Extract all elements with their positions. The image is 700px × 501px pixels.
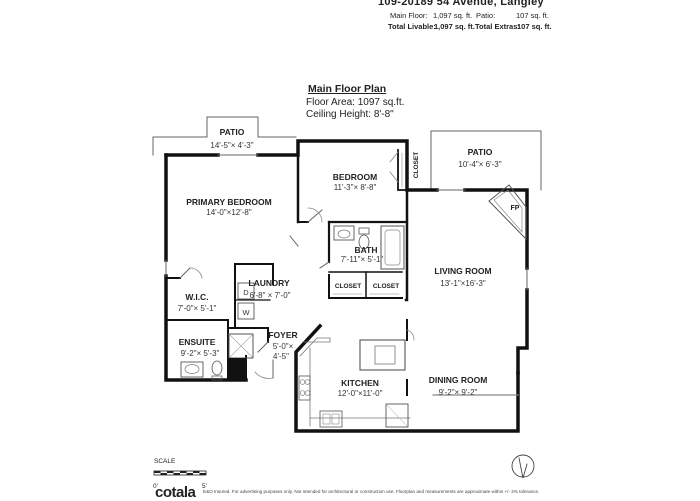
patio-left-name: PATIO <box>220 127 245 137</box>
bath-dims: 7'-11"× 5'-1" <box>341 255 384 264</box>
scale-zero: 0' <box>153 483 158 490</box>
floor-area: Floor Area: 1097 sq.ft. <box>306 97 405 108</box>
ensuite-name: ENSUITE <box>179 337 216 347</box>
closet-1-label: CLOSET <box>335 283 361 290</box>
laundry-dims: 6'-8" × 7'-0" <box>250 291 291 300</box>
bath-name: BATH <box>355 245 378 255</box>
dryer-label: D <box>243 288 249 297</box>
total-extras-value: 107 sq. ft. <box>517 22 552 31</box>
living-room-name: LIVING ROOM <box>434 266 491 276</box>
total-extras-label: Total Extras: <box>475 22 520 31</box>
property-address: 109-20189 54 Avenue, Langley <box>378 0 544 8</box>
washer-label: W <box>242 308 250 317</box>
bedroom-closet-label: CLOSET <box>413 152 420 178</box>
foyer-dims-2: 4'-5" <box>273 352 289 361</box>
closet-2-label: CLOSET <box>373 283 399 290</box>
dining-room-dims: 9'-2"× 9'-2" <box>439 388 478 397</box>
primary-bedroom-dims: 14'-0"×12'-8" <box>206 208 252 217</box>
mechanical-shaft <box>228 358 246 380</box>
scale-five: 5' <box>202 483 207 490</box>
ceiling-height: Ceiling Height: 8'-8" <box>306 109 394 120</box>
foyer-name: FOYER <box>268 330 297 340</box>
disclaimer: E&O Insured. For advertising purposes on… <box>203 489 540 494</box>
plan-title: Main Floor Plan <box>308 83 387 95</box>
scale-label: SCALE <box>154 458 176 465</box>
scale-bar <box>153 470 207 476</box>
main-floor-label: Main Floor: <box>390 11 428 20</box>
wic-dims: 7'-0"× 5'-1" <box>178 304 217 313</box>
kitchen-name: KITCHEN <box>341 378 379 388</box>
patio-label: Patio: <box>476 11 496 20</box>
patio-right-name: PATIO <box>468 147 493 157</box>
living-room-dims: 13'-1"×16'-3" <box>440 279 486 288</box>
total-livable-value: 1,097 sq. ft. <box>434 22 475 31</box>
main-floor-value: 1,097 sq. ft. <box>433 11 473 20</box>
ensuite-dims: 9'-2"× 5'-3" <box>181 349 220 358</box>
patio-right-dims: 10'-4"× 6'-3" <box>458 160 501 169</box>
patio-value: 107 sq. ft. <box>516 11 549 20</box>
foyer-dims-1: 5'-0"× <box>273 342 294 351</box>
patio-left-dims: 14'-5"× 4'-3" <box>210 141 253 150</box>
fireplace-label: FP <box>511 205 520 212</box>
primary-bedroom-name: PRIMARY BEDROOM <box>186 197 271 207</box>
dining-room-name: DINING ROOM <box>429 375 488 385</box>
laundry-name: LAUNDRY <box>248 278 290 288</box>
cotala-logo: cotala <box>155 484 196 501</box>
wic-name: W.I.C. <box>185 292 208 302</box>
kitchen-dims: 12'-0"×11'-0" <box>338 389 383 398</box>
bedroom-name: BEDROOM <box>333 172 377 182</box>
bedroom-dims: 11'-3"× 8'-8" <box>334 183 377 192</box>
total-livable-label: Total Livable: <box>388 22 436 31</box>
